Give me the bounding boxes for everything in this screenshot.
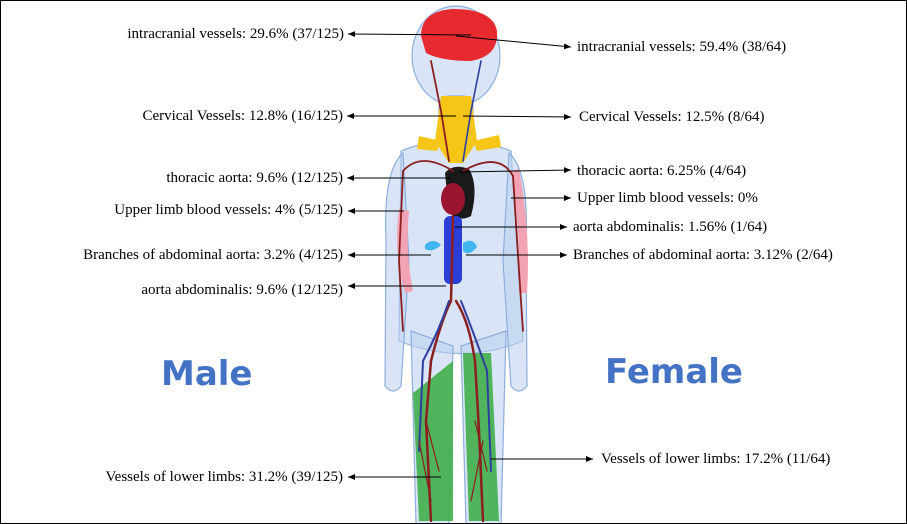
- female-label-cervical: Cervical Vessels: 12.5% (8/64): [579, 108, 765, 126]
- male-label-thoracic: thoracic aorta: 9.6% (12/125): [166, 169, 343, 187]
- female-label-lower-limbs: Vessels of lower limbs: 17.2% (11/64): [601, 450, 830, 468]
- male-label-upper-limb: Upper limb blood vessels: 4% (5/125): [114, 201, 343, 219]
- male-title: Male: [161, 354, 253, 394]
- male-label-abdominal-branches: Branches of abdominal aorta: 3.2% (4/125…: [83, 246, 343, 264]
- female-label-aorta-abdominalis: aorta abdominalis: 1.56% (1/64): [573, 218, 767, 236]
- heart-region: [441, 183, 465, 215]
- female-label-intracranial: intracranial vessels: 59.4% (38/64): [577, 38, 786, 56]
- male-label-lower-limbs: Vessels of lower limbs: 31.2% (39/125): [106, 468, 343, 486]
- arrow-female-cervical: [463, 116, 571, 117]
- female-label-abdominal-branches: Branches of abdominal aorta: 3.12% (2/64…: [573, 246, 833, 264]
- female-title: Female: [605, 352, 743, 392]
- female-label-upper-limb: Upper limb blood vessels: 0%: [577, 189, 758, 207]
- male-label-cervical: Cervical Vessels: 12.8% (16/125): [142, 107, 343, 125]
- male-label-intracranial: intracranial vessels: 29.6% (37/125): [127, 25, 344, 43]
- male-label-aorta-abdominalis: aorta abdominalis: 9.6% (12/125): [141, 281, 343, 299]
- female-label-thoracic: thoracic aorta: 6.25% (4/64): [577, 162, 746, 180]
